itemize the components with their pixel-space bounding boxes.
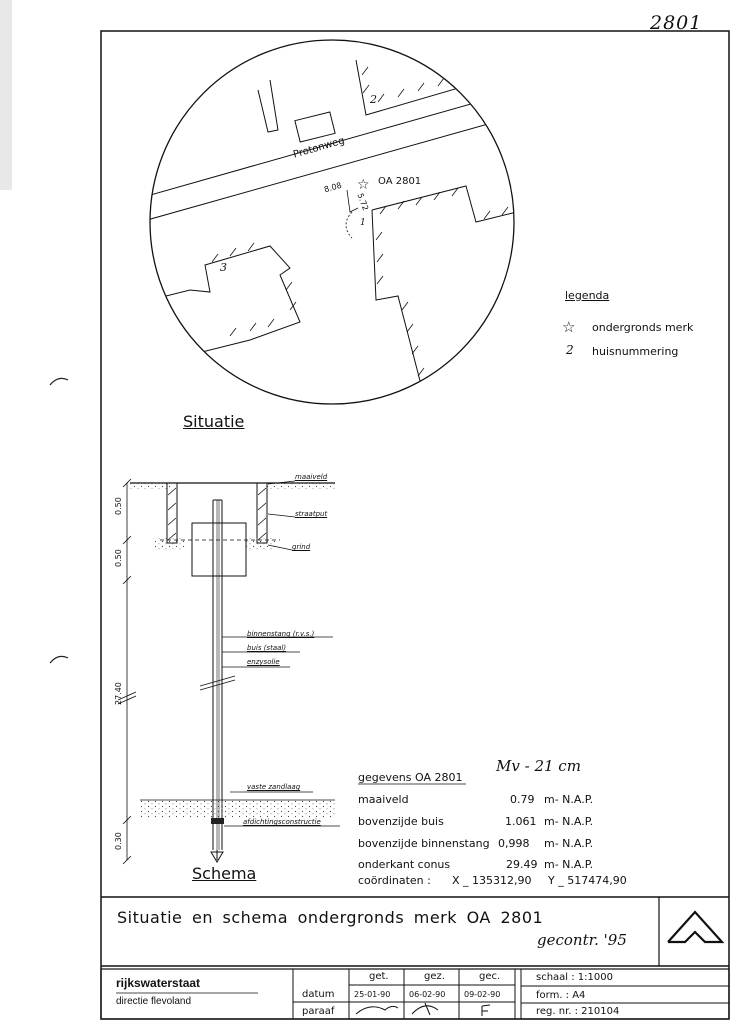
situatie-map [150,59,514,404]
directie-name: directie flevoland [116,996,192,1007]
marker-label: OA 2801 [378,176,422,187]
row-maaiveld-label: maaiveld [358,793,409,806]
sheet-number: 2801 [650,12,703,34]
label-maaiveld: maaiveld [295,473,328,481]
col-get-header: get. [369,971,389,982]
handwritten-mv-note: Mv - 21 cm [496,757,581,775]
coordinate-x: X _ 135312,90 [452,874,532,887]
col-gez-header: gez. [424,971,445,982]
house-number-3: 3 [220,261,227,274]
house-number-2: 2 [370,93,377,106]
schema-title: Schema [192,864,257,883]
situatie-circle [149,39,515,405]
dim-2740: 27.40 [114,682,123,705]
label-vaste-zandlaag: vaste zandlaag [247,783,301,791]
logo-icon [667,910,725,944]
row-binnenstang-unit: m- N.A.P. [544,837,594,850]
dim-030: 0.30 [114,832,123,850]
handwritten-check-note: gecontr. '95 [537,931,627,949]
datum-label: datum [302,989,335,1000]
label-enzysolie: enzysolie [247,658,280,666]
col-gec-header: gec. [479,971,501,982]
label-buis: buis (staal) [247,644,287,652]
row-conus-value: 29.49 [506,858,538,871]
label-afdichting: afdichtingsconstructie [243,818,321,826]
row-binnenstang-label: bovenzijde binnenstang [358,837,490,850]
row-buis-unit: m- N.A.P. [544,815,594,828]
col-gez-date: 06-02-90 [409,990,446,999]
row-buis-label: bovenzijde buis [358,815,444,828]
schaal-field: schaal : 1:1000 [536,972,613,983]
label-binnenstang: binnenstang (r.v.s.) [247,630,315,638]
legend-item-star: ondergronds merk [592,321,694,334]
dim-050-top: 0.50 [114,497,123,515]
row-conus-unit: m- N.A.P. [544,858,594,871]
title-block-grid [100,968,730,1020]
schema-drawing [117,478,340,865]
legend-number-symbol: 2 [566,343,574,357]
binding-hole-bottom [49,655,69,664]
form-field: form. : A4 [536,990,586,1001]
legend-item-number: huisnummering [592,345,679,358]
row-binnenstang-value: 0,998 [498,837,530,850]
drawing-title: Situatie en schema ondergronds merk OA 2… [117,908,544,927]
row-conus-label: onderkant conus [358,858,451,871]
marker-star-icon: ☆ [357,177,370,193]
legend-star-icon: ☆ [562,318,576,336]
gegevens-title: gegevens OA 2801 [358,771,463,784]
reg-nr-field: reg. nr. : 210104 [536,1006,620,1017]
col-get-date: 25-01-90 [354,990,391,999]
coordinates-label: coördinaten : [358,874,431,887]
dim-050-mid: 0.50 [114,549,123,567]
paraaf-label: paraaf [302,1006,335,1017]
row-maaiveld-unit: m- N.A.P. [544,793,594,806]
situatie-title: Situatie [183,412,245,431]
scan-edge [0,0,12,190]
coordinate-y: Y _ 517474,90 [548,874,627,887]
label-grind: grind [292,543,311,551]
col-gec-date: 09-02-90 [464,990,501,999]
row-maaiveld-value: 0.79 [510,793,535,806]
organisation-name: rijkswaterstaat [116,976,201,990]
binding-hole-top [49,377,69,386]
label-straatput: straatput [295,510,328,518]
house-number-1: 1 [360,218,366,228]
row-buis-value: 1.061 [505,815,537,828]
legend-title: legenda [565,289,610,302]
